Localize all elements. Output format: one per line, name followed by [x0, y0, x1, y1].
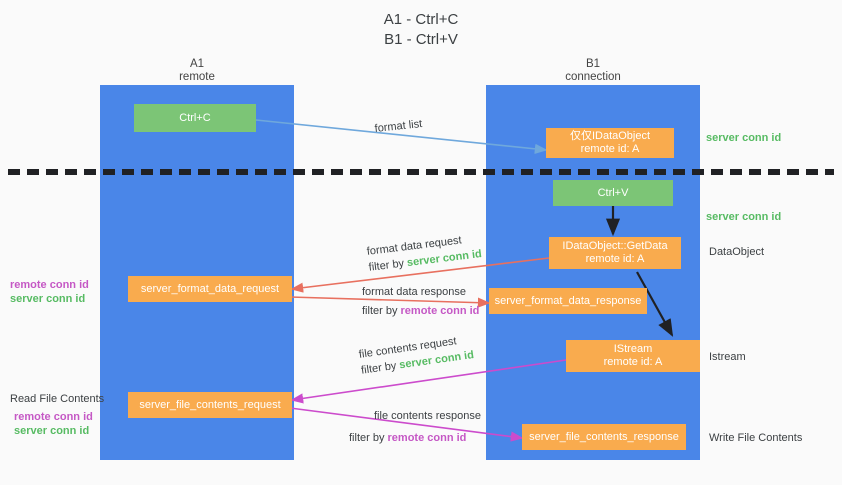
filter-by-text: filter by — [368, 257, 405, 274]
annotation-read-file-contents-text: Read File Contents — [10, 393, 105, 405]
annotation-server-conn-id-mid-text: server conn id — [706, 211, 782, 223]
annotation-write-file-contents-text: Write File Contents — [709, 432, 803, 444]
lane-a1-name: A1 — [189, 58, 205, 70]
label-file-contents-response: file contents response filter by remote … — [349, 409, 482, 445]
lane-b1-name: B1 — [585, 58, 601, 70]
box-istream[interactable]: IStream remote id: A — [566, 340, 700, 372]
filter-by-text-3: filter by — [360, 359, 398, 377]
box-server-file-contents-request-label: server_file_contents_request — [139, 398, 281, 411]
box-server-format-data-response[interactable]: server_format_data_response — [489, 288, 647, 314]
annotation-dataobject: DataObject — [709, 245, 764, 259]
lane-b1-sub: connection — [565, 71, 621, 83]
remote-conn-id-text: remote conn id — [400, 305, 480, 317]
annotation-conn-ids-format: remote conn id server conn id — [10, 278, 89, 306]
box-istream-line1: IStream — [613, 343, 653, 355]
box-server-format-data-request-label: server_format_data_request — [140, 282, 280, 295]
annotation-server-conn-id-top-text: server conn id — [706, 132, 782, 144]
filter-by-text-4: filter by — [349, 432, 385, 444]
box-server-format-data-request[interactable]: server_format_data_request — [128, 276, 292, 302]
box-server-format-data-response-label: server_format_data_response — [494, 294, 642, 307]
annotation-server-conn-id-mid: server conn id — [706, 210, 781, 224]
annotation-remote-conn-id-2: remote conn id — [14, 411, 93, 423]
title-line-2: B1 - Ctrl+V — [384, 31, 458, 48]
box-server-file-contents-request[interactable]: server_file_contents_request — [128, 392, 292, 418]
label-format-data-response: format data response filter by remote co… — [362, 285, 479, 318]
lane-header-b1: B1 connection — [533, 58, 653, 84]
annotation-istream: Istream — [709, 350, 746, 364]
annotation-server-conn-id-1: server conn id — [10, 293, 86, 305]
annotation-read-file-contents: Read File Contents — [10, 392, 104, 406]
box-ctrl-v-label: Ctrl+V — [597, 186, 629, 199]
box-server-file-contents-response[interactable]: server_file_contents_response — [522, 424, 686, 450]
label-file-contents-response-filter: filter by remote conn id — [349, 431, 481, 445]
box-idataobject-getdata[interactable]: IDataObject::GetData remote id: A — [549, 237, 681, 269]
annotation-server-conn-id-2: server conn id — [14, 425, 90, 437]
box-getdata-line1: IDataObject::GetData — [562, 240, 668, 252]
lane-header-a1: A1 remote — [137, 58, 257, 84]
label-format-data-response-filter: filter by remote conn id — [362, 304, 479, 318]
label-format-list: format list — [374, 117, 423, 136]
label-format-data-response-text: format data response — [362, 286, 466, 298]
filter-by-text-2: filter by — [362, 305, 398, 317]
box-ctrl-v[interactable]: Ctrl+V — [553, 180, 673, 206]
page-title: A1 - Ctrl+C B1 - Ctrl+V — [0, 10, 842, 50]
box-server-file-contents-response-label: server_file_contents_response — [529, 430, 679, 443]
remote-conn-id-text-2: remote conn id — [387, 432, 467, 444]
box-idataobject-line2: remote id: A — [580, 143, 640, 155]
annotation-conn-ids-file: remote conn id server conn id — [14, 410, 93, 438]
label-file-contents-request: file contents request filter by server c… — [358, 332, 475, 378]
annotation-dataobject-text: DataObject — [709, 246, 765, 258]
box-ctrl-c-label: Ctrl+C — [179, 111, 211, 124]
box-idataobject[interactable]: 仅仅IDataObject remote id: A — [546, 128, 674, 158]
annotation-server-conn-id-top: server conn id — [706, 131, 781, 145]
annotation-istream-text: Istream — [709, 351, 746, 363]
lane-a1-sub: remote — [179, 71, 215, 83]
annotation-remote-conn-id-1: remote conn id — [10, 279, 89, 291]
box-getdata-line2: remote id: A — [585, 253, 645, 265]
annotation-write-file-contents: Write File Contents — [709, 431, 802, 445]
box-ctrl-c[interactable]: Ctrl+C — [134, 104, 256, 132]
title-line-1: A1 - Ctrl+C — [383, 11, 459, 28]
box-istream-line2: remote id: A — [603, 356, 663, 368]
label-file-contents-response-text: file contents response — [374, 410, 482, 422]
label-format-list-text: format list — [374, 118, 423, 135]
box-idataobject-line1: 仅仅IDataObject — [569, 130, 651, 142]
label-format-data-request: format data request filter by server con… — [366, 231, 483, 275]
